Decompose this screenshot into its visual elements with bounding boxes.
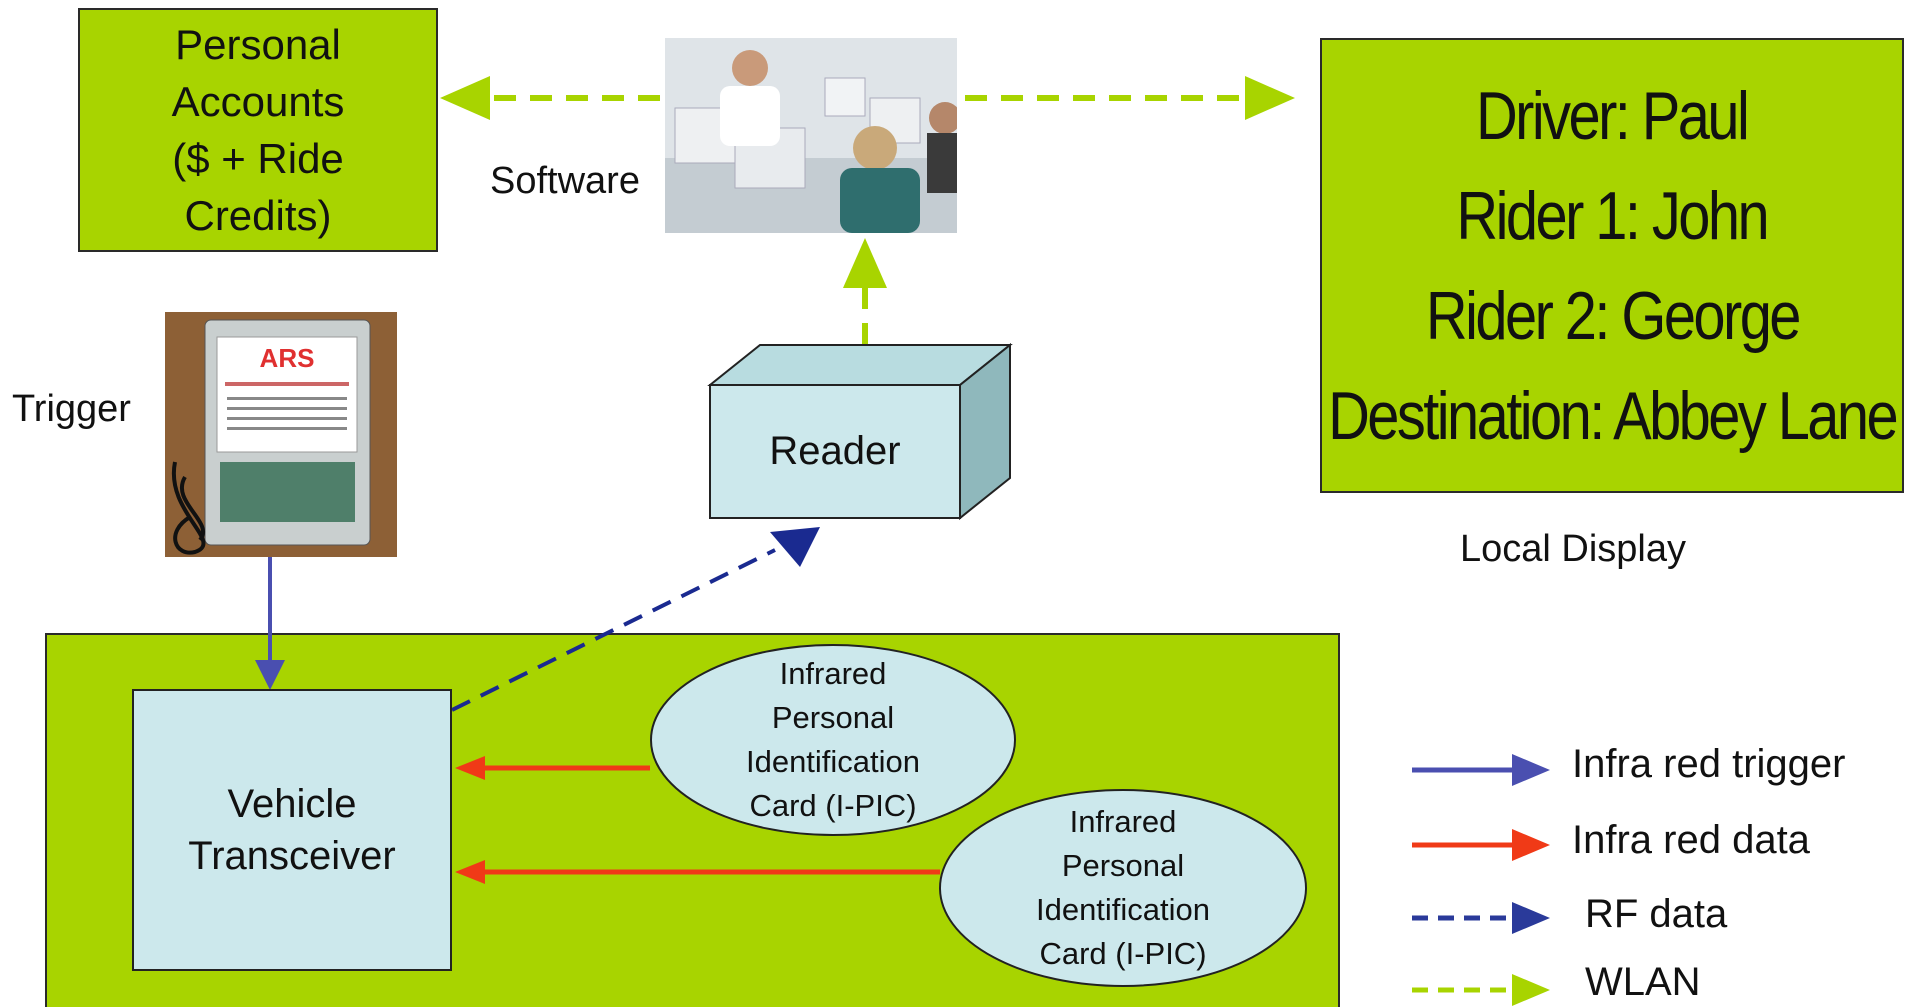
personal-accounts-box: Personal Accounts ($ + Ride Credits): [78, 8, 438, 252]
ipic-card-2-line-2: Personal: [1061, 848, 1185, 883]
wlan-arrow-to-display: [965, 76, 1295, 120]
ipic-card-2-line-1: Infrared: [1069, 804, 1177, 839]
trigger-label: Trigger: [12, 388, 131, 430]
software-photo: [665, 38, 957, 233]
ipic-card-1-line-4: Card (I-PIC): [749, 788, 917, 823]
reader-label: Reader: [769, 429, 901, 473]
vehicle-transceiver-box: [132, 689, 452, 971]
personal-accounts-line-4: Credits): [184, 192, 332, 239]
wlan-arrow-reader-to-software: [843, 238, 887, 345]
legend-rf-data-label: RF data: [1585, 892, 1728, 936]
ipic-card-1-line-1: Infrared: [779, 656, 887, 691]
trigger-device-photo: ARS: [165, 312, 397, 557]
legend-wlan-label: WLAN: [1585, 960, 1701, 1004]
rf-data-arrow: [451, 527, 820, 712]
personal-accounts-line-3: ($ + Ride: [172, 135, 344, 182]
ir-data-arrow-2: [455, 860, 940, 884]
wlan-arrow-to-accounts: [440, 76, 660, 120]
legend-rf-data-arrow: [1412, 902, 1550, 934]
ir-data-arrow-1: [455, 756, 650, 780]
ipic-card-1-shape: [650, 644, 1016, 836]
vehicle-transceiver-label-box: Vehicle Transceiver: [133, 690, 451, 970]
local-display-rider-2: Rider 2: George: [1425, 277, 1802, 354]
ipic-card-2: Infrared Personal Identification Card (I…: [940, 790, 1306, 986]
ipic-card-1-line-3: Identification: [745, 744, 921, 779]
ipic-card-1-line-2: Personal: [771, 700, 895, 735]
personal-accounts-line-2: Accounts: [171, 78, 345, 125]
legend-wlan-arrow: [1412, 974, 1550, 1006]
reader-box: [707, 342, 1013, 521]
trigger-device-brand: ARS: [260, 343, 315, 373]
ipic-card-2-line-3: Identification: [1035, 892, 1211, 927]
local-display-destination: Destination: Abbey Lane: [1328, 377, 1899, 454]
legend-ir-data-arrow: [1412, 829, 1550, 861]
vehicle-transceiver-line-2: Transceiver: [188, 834, 396, 878]
local-display-caption: Local Display: [1460, 528, 1686, 570]
ir-trigger-arrow: [255, 555, 285, 690]
local-display-box: Driver: Paul Rider 1: John Rider 2: Geor…: [1320, 38, 1904, 493]
legend-ir-trigger-arrow: [1412, 754, 1550, 786]
ipic-card-2-shape: [939, 789, 1307, 987]
ipic-card-1: Infrared Personal Identification Card (I…: [651, 645, 1015, 835]
local-display-rider-1: Rider 1: John: [1456, 177, 1770, 254]
local-display-driver: Driver: Paul: [1476, 77, 1750, 154]
legend-ir-data-label: Infra red data: [1572, 818, 1810, 862]
ipic-card-2-line-4: Card (I-PIC): [1039, 936, 1207, 971]
personal-accounts-line-1: Personal: [175, 21, 341, 68]
software-label: Software: [490, 160, 640, 202]
reader-label-box: Reader: [710, 385, 960, 518]
legend-ir-trigger-label: Infra red trigger: [1572, 742, 1846, 786]
vehicle-transceiver-line-1: Vehicle: [227, 782, 357, 826]
